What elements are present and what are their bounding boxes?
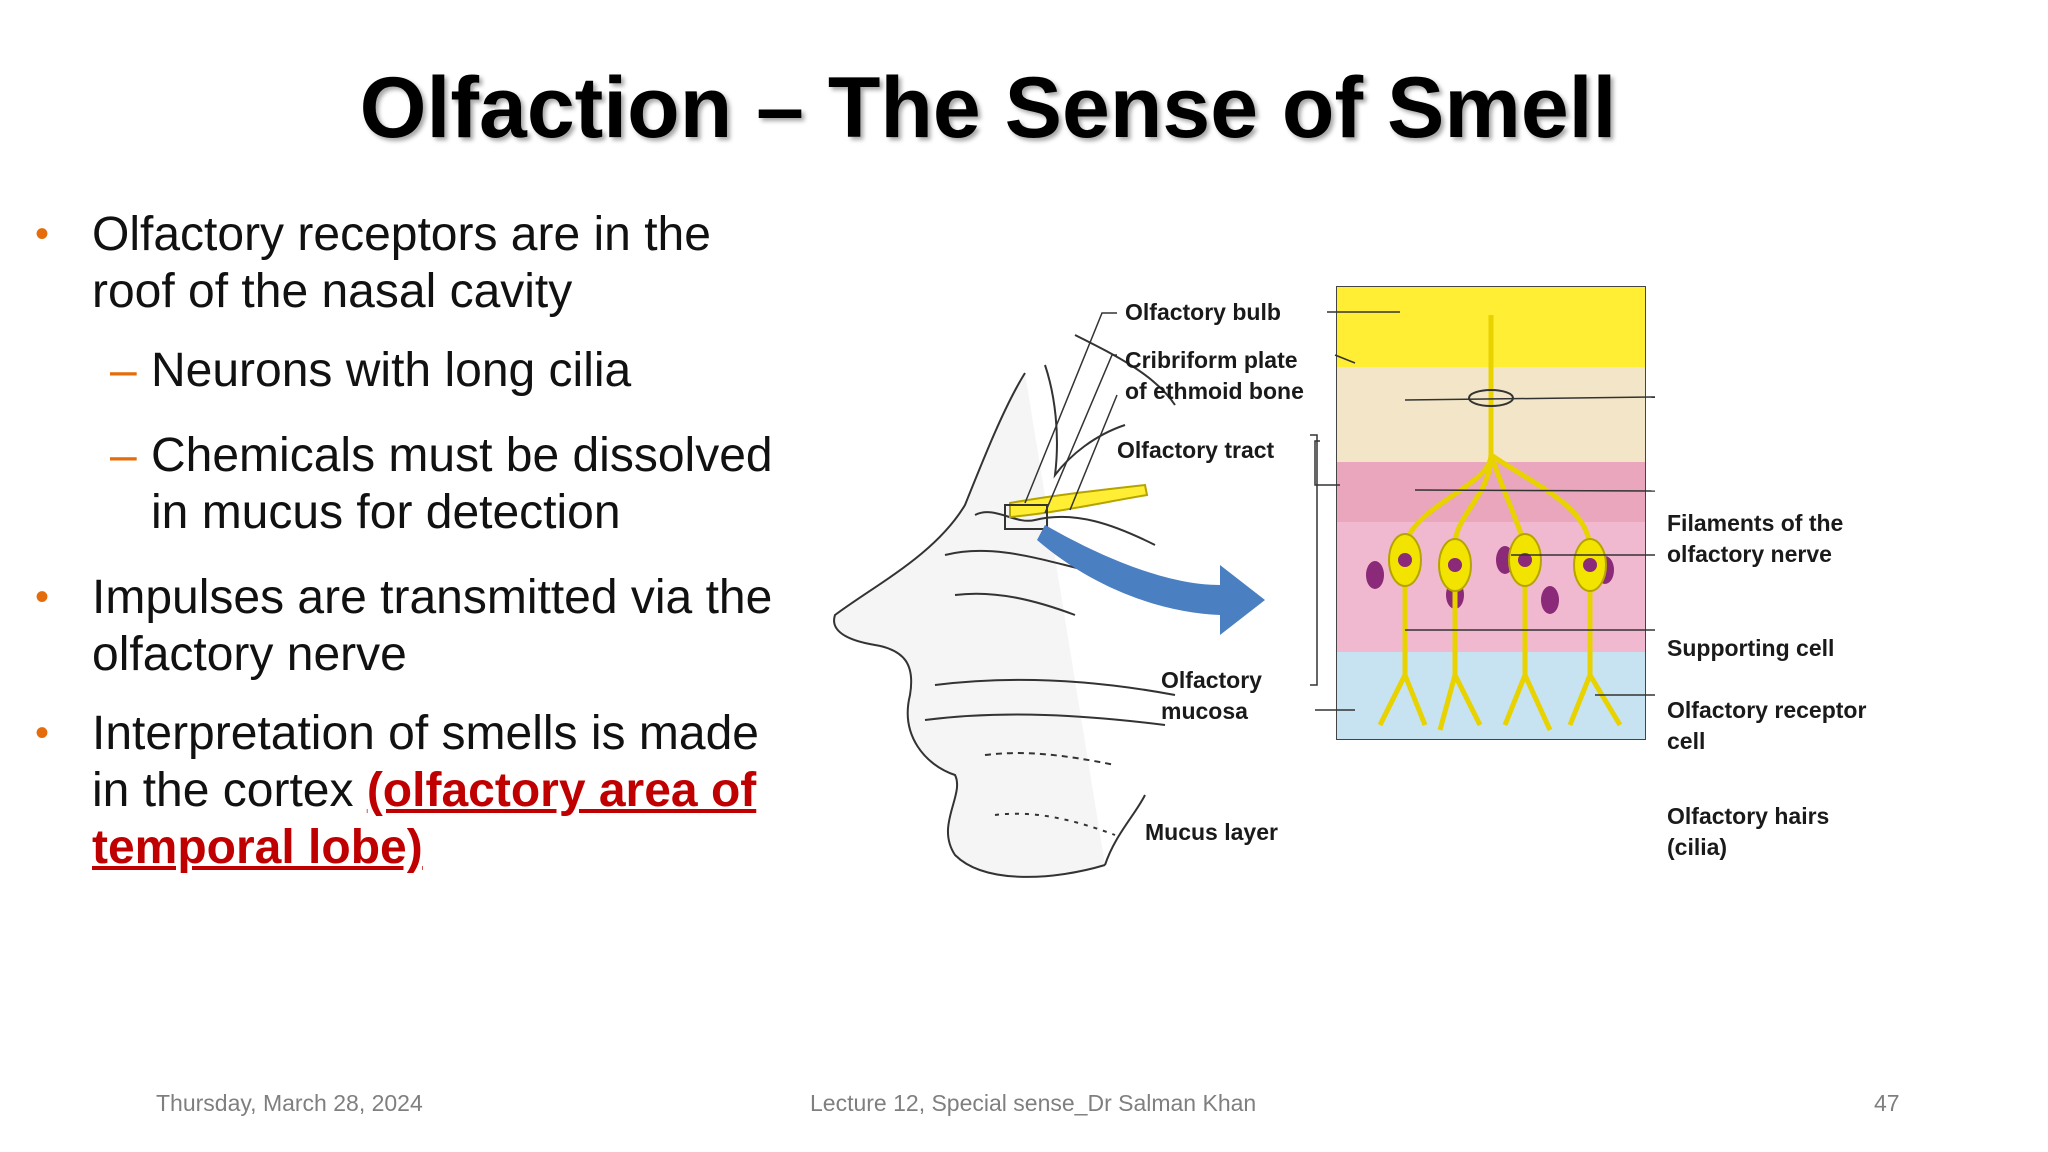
sub-bullet-item: – Chemicals must be dissolved in mucus f… — [30, 427, 790, 541]
arrow-shape — [1037, 525, 1265, 635]
label-olfactory-hairs: Olfactory hairs (cilia) — [1667, 803, 1830, 860]
olfaction-figure: Olfactory bulb Cribriform plate of ethmo… — [815, 255, 2033, 895]
sub-bullet-item: – Neurons with long cilia — [30, 342, 790, 399]
bullet-list: • Olfactory receptors are in the roof of… — [30, 206, 790, 898]
mucosa-panel — [1336, 286, 1646, 740]
zoom-box — [1004, 504, 1048, 530]
sub-bullet-marker: – — [110, 344, 137, 397]
footer-page-number: 47 — [1874, 1090, 1900, 1116]
bullet-text: Interpretation of smells is made in the … — [92, 707, 759, 817]
bullet-marker: • — [35, 575, 50, 619]
bullet-marker: • — [35, 711, 50, 755]
olfactory-tract-shape — [1009, 483, 1149, 519]
label-olfactory-mucosa: Olfactory mucosa — [1161, 667, 1262, 724]
slide-title: Olfaction – The Sense of Smell — [359, 60, 1617, 156]
footer-date: Thursday, March 28, 2024 — [156, 1090, 423, 1116]
bullet-marker: • — [35, 212, 50, 256]
bullet-item: • Impulses are transmitted via the olfac… — [30, 569, 790, 683]
leader-lines — [1024, 311, 1656, 711]
label-receptor-cell: Olfactory receptor cell — [1667, 697, 1867, 754]
bullet-item: • Interpretation of smells is made in th… — [30, 705, 790, 876]
sub-bullet-text: Chemicals must be dissolved in mucus for… — [151, 429, 773, 539]
label-mucus-layer: Mucus layer — [1145, 819, 1278, 845]
label-olfactory-tract: Olfactory tract — [1117, 437, 1275, 463]
sub-bullet-text: Neurons with long cilia — [151, 344, 632, 397]
head-profile — [833, 334, 1176, 878]
sub-bullet-marker: – — [110, 429, 137, 482]
bullet-text: Olfactory receptors are in the roof of t… — [92, 208, 711, 318]
bullet-text: Impulses are transmitted via the olfacto… — [92, 571, 773, 681]
label-supporting-cell: Supporting cell — [1667, 635, 1835, 661]
label-filaments: Filaments of the olfactory nerve — [1667, 510, 1844, 567]
anatomy-illustration — [833, 286, 1656, 878]
bullet-item: • Olfactory receptors are in the roof of… — [30, 206, 790, 320]
emphasis-text: (olfactory area of temporal lobe) — [92, 764, 757, 874]
label-cribriform-plate: Cribriform plate of ethmoid bone — [1125, 347, 1304, 404]
label-olfactory-bulb: Olfactory bulb — [1125, 299, 1281, 325]
footer-center: Lecture 12, Special sense_Dr Salman Khan — [810, 1090, 1257, 1116]
